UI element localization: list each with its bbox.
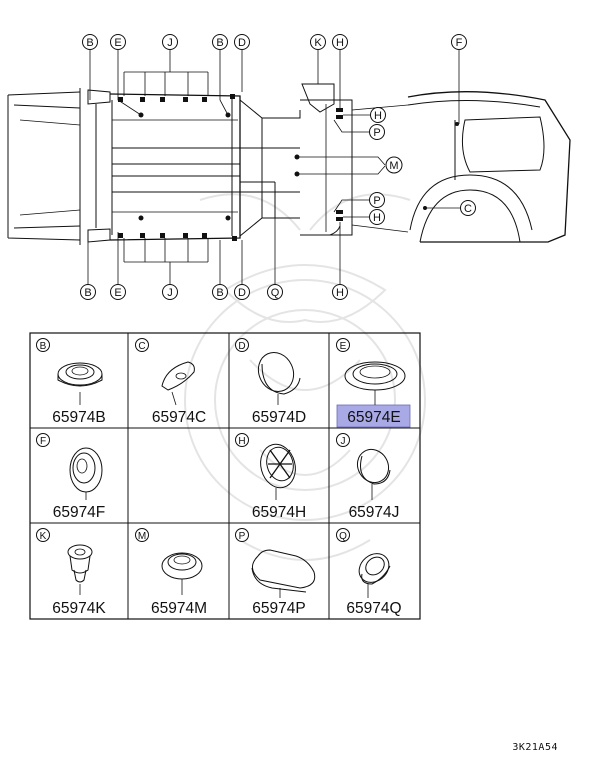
cell-h[interactable]: H xyxy=(235,433,249,448)
part-number-65974b[interactable]: 65974B xyxy=(52,409,105,426)
svg-text:D: D xyxy=(238,37,246,49)
svg-text:B: B xyxy=(86,37,93,49)
cell-c[interactable]: C xyxy=(135,338,149,353)
highlight-65974e xyxy=(336,404,411,428)
part-number-65974d[interactable]: 65974D xyxy=(252,409,306,426)
leader-lines xyxy=(87,50,460,284)
svg-text:C: C xyxy=(138,341,145,352)
svg-text:P: P xyxy=(239,531,246,542)
callout-m-right: M xyxy=(385,156,403,174)
part-number-65974p[interactable]: 65974P xyxy=(252,600,305,617)
callout-h-right-1: H xyxy=(370,107,386,123)
cell-f[interactable]: F xyxy=(36,433,50,448)
cell-p[interactable]: P xyxy=(235,528,249,543)
callout-f-top: F xyxy=(451,34,467,50)
svg-text:D: D xyxy=(238,287,246,299)
svg-text:J: J xyxy=(167,287,173,299)
cell-m[interactable]: M xyxy=(135,528,149,543)
cell-e[interactable]: E xyxy=(336,338,350,353)
svg-text:H: H xyxy=(336,287,344,299)
svg-text:P: P xyxy=(373,127,380,139)
part-number-65974j[interactable]: 65974J xyxy=(349,504,400,521)
callout-p-right-1: P xyxy=(369,124,385,140)
callout-d-top: D xyxy=(234,34,250,50)
svg-text:E: E xyxy=(114,287,121,299)
cell-k[interactable]: K xyxy=(36,528,50,543)
cell-d[interactable]: D xyxy=(235,338,249,353)
svg-text:H: H xyxy=(238,436,245,447)
svg-text:B: B xyxy=(216,37,223,49)
svg-text:C: C xyxy=(464,203,472,215)
callout-b2-top: B xyxy=(212,34,228,50)
svg-text:Q: Q xyxy=(339,531,347,542)
svg-text:J: J xyxy=(341,436,346,447)
callout-k-top: K xyxy=(310,34,326,50)
svg-text:H: H xyxy=(374,110,382,122)
part-number-65974m[interactable]: 65974M xyxy=(151,600,207,617)
svg-text:D: D xyxy=(238,341,245,352)
svg-text:K: K xyxy=(40,531,47,542)
svg-text:H: H xyxy=(373,212,381,224)
svg-text:F: F xyxy=(40,436,46,447)
svg-text:M: M xyxy=(389,160,398,172)
plug-f-drawing xyxy=(69,447,103,500)
svg-text:B: B xyxy=(216,287,223,299)
plug-p-drawing xyxy=(251,549,316,598)
callout-h-top: H xyxy=(332,34,348,50)
cell-b[interactable]: B xyxy=(36,338,50,353)
diagram-code: 3K21A54 xyxy=(512,742,558,753)
watermark-emblem xyxy=(184,193,426,561)
grommet-q-drawing xyxy=(358,553,391,598)
grommet-e-drawing xyxy=(344,361,406,405)
callout-q-bottom: Q xyxy=(267,284,283,300)
part-number-65974k[interactable]: 65974K xyxy=(52,600,106,617)
callout-c-right: C xyxy=(460,200,476,216)
grommet-c-drawing xyxy=(161,361,195,406)
cell-q[interactable]: Q xyxy=(336,528,350,543)
svg-text:H: H xyxy=(336,37,344,49)
part-number-65974c[interactable]: 65974C xyxy=(152,409,206,426)
plug-k-drawing xyxy=(67,544,93,595)
callout-d-bottom: D xyxy=(234,284,250,300)
callout-j-top: J xyxy=(162,34,178,50)
svg-text:E: E xyxy=(340,341,347,352)
callout-e-top: E xyxy=(110,34,126,50)
callout-b-top: B xyxy=(82,34,98,50)
callout-b2-bottom: B xyxy=(212,284,228,300)
svg-text:F: F xyxy=(456,37,463,49)
part-number-65974q[interactable]: 65974Q xyxy=(346,600,401,617)
svg-text:M: M xyxy=(138,531,146,542)
svg-text:E: E xyxy=(114,37,121,49)
svg-text:B: B xyxy=(84,287,91,299)
svg-text:B: B xyxy=(40,341,47,352)
callout-h-right-2: H xyxy=(369,209,385,225)
svg-text:Q: Q xyxy=(271,287,280,299)
part-number-65974e[interactable]: 65974E xyxy=(347,409,400,426)
plug-j-drawing xyxy=(356,448,391,500)
parts-table xyxy=(29,332,421,620)
grommet-m-drawing xyxy=(161,552,203,595)
svg-text:J: J xyxy=(167,37,173,49)
vehicle-body-diagram xyxy=(7,83,571,245)
plug-d-drawing xyxy=(257,352,301,405)
callout-b-bottom: B xyxy=(80,284,96,300)
grommet-b-drawing xyxy=(57,362,103,405)
svg-text:K: K xyxy=(314,37,322,49)
svg-text:P: P xyxy=(373,195,380,207)
callout-h-bottom: H xyxy=(332,284,348,300)
part-number-65974h[interactable]: 65974H xyxy=(252,504,306,521)
cell-j[interactable]: J xyxy=(336,433,350,448)
callout-p-right-2: P xyxy=(369,192,385,208)
part-number-65974f[interactable]: 65974F xyxy=(53,504,106,521)
plug-h-drawing xyxy=(260,443,296,500)
callout-j-bottom: J xyxy=(162,284,178,300)
callout-e-bottom: E xyxy=(110,284,126,300)
